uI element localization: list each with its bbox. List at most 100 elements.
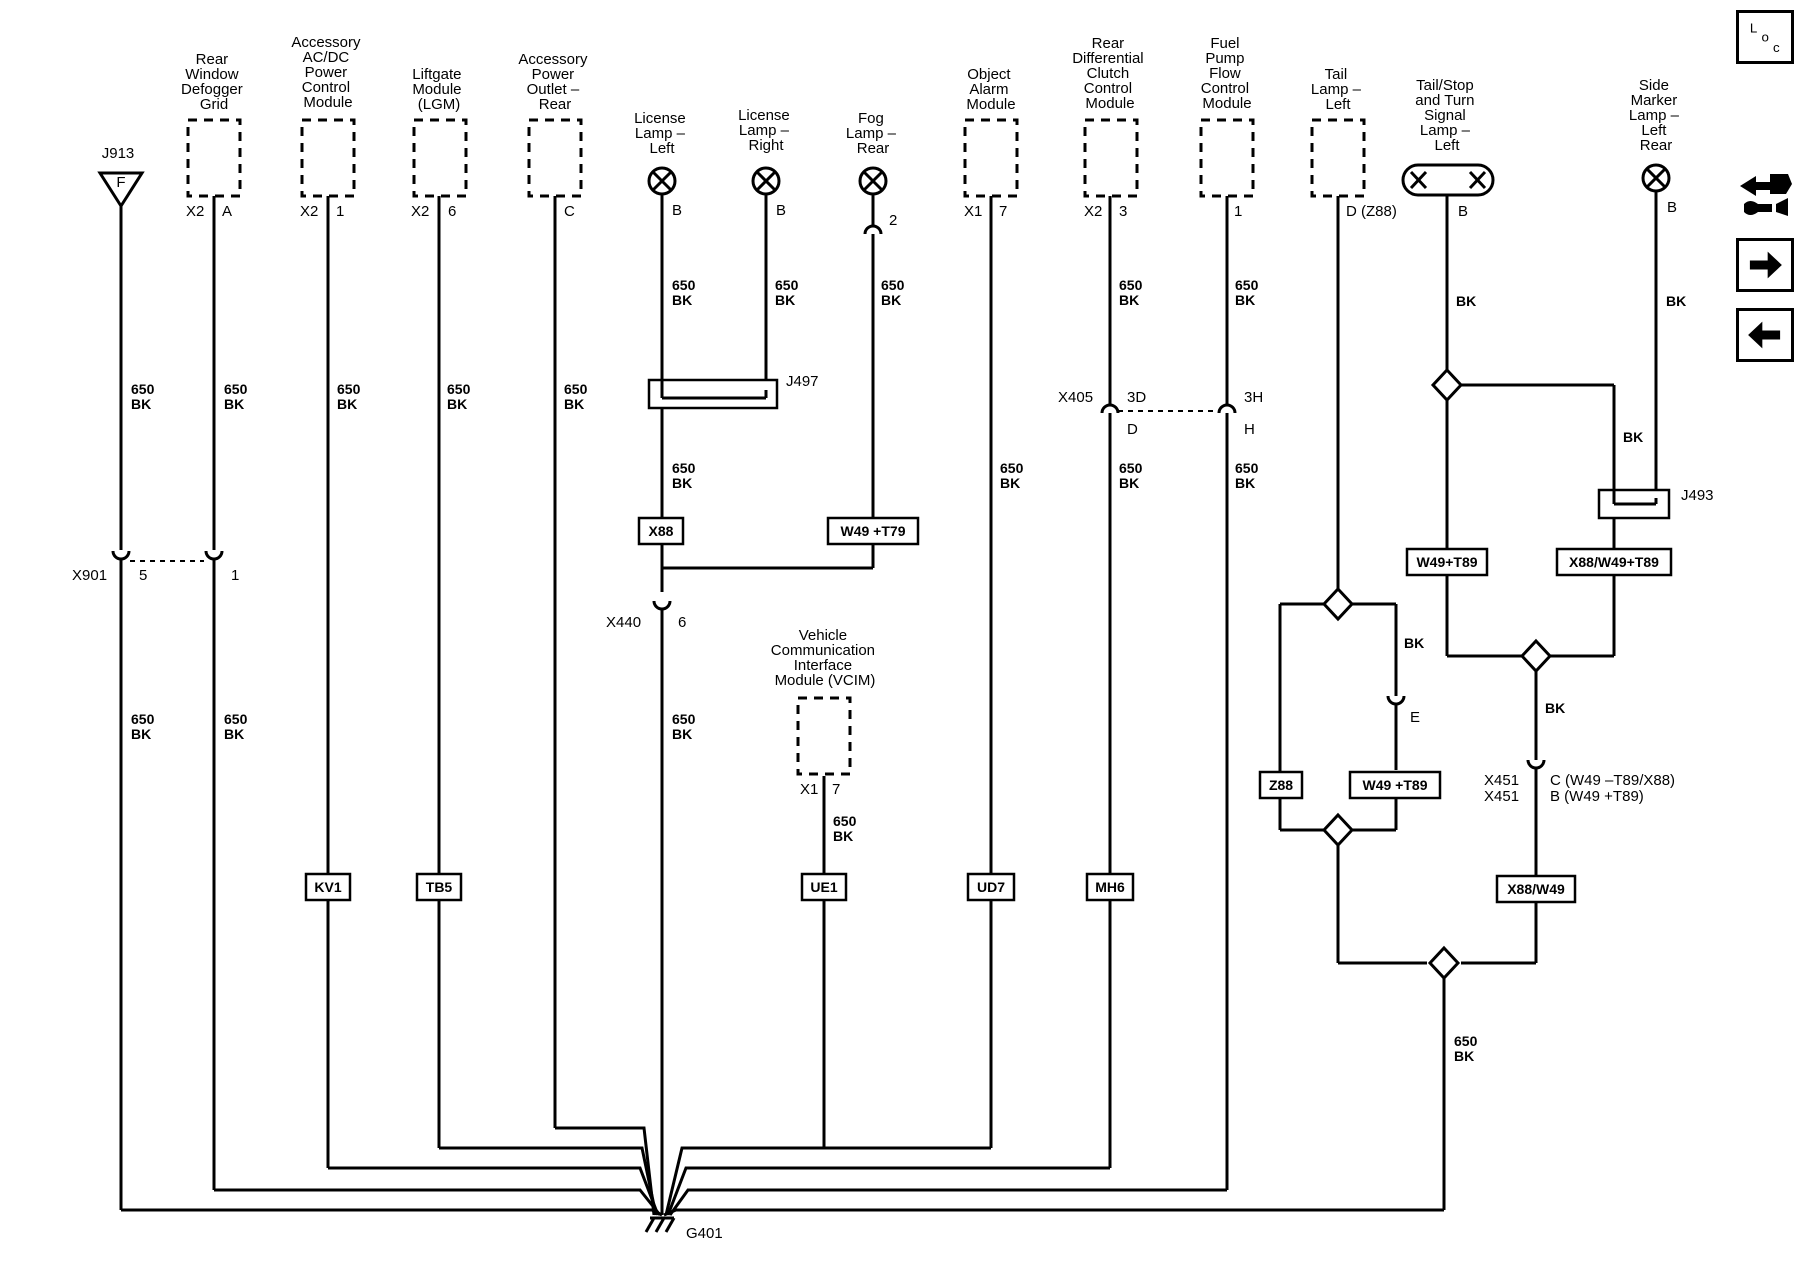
option-kv1-label: KV1 [314,879,341,895]
acdc-conn: X2 [300,203,318,220]
wire-label-final: 650 BK [1454,1033,1478,1064]
fuel-pump-title: Fuel Pump Flow Control Module [1201,35,1254,112]
wire-label-fog: 650 BK [881,277,905,308]
rear-diff-pin: 3 [1119,203,1127,220]
option-w49t79-label: W49 +T79 [841,523,906,539]
wire-label-j913-lower: 650 BK [131,711,155,742]
svg-text:c: c [1773,40,1780,55]
tail-stop-pin: B [1458,203,1468,220]
acdc-component-box[interactable] [300,118,356,198]
license-left-title: License Lamp – Left [634,110,690,157]
license-left-pin: B [672,202,682,219]
bus-fuel-pump [668,1188,1227,1216]
side-marker-lamp-icon[interactable] [1641,163,1671,193]
tail-left-component-box[interactable] [1310,118,1366,198]
outlet-component-box[interactable] [527,118,583,198]
option-box-w49t79[interactable] [826,516,920,546]
option-box-ud7[interactable] [966,872,1016,902]
wire-label-liftgate: 650 BK [447,381,471,412]
wire-label-j913-upper: 650 BK [131,381,155,412]
x901-label: X901 [72,567,107,584]
tail-stop-title: Tail/Stop and Turn Signal Lamp – Left [1415,77,1478,154]
svg-text:BK: BK [1235,475,1255,491]
connector-views-icon [1740,174,1792,216]
wire-label-fuel-pump-bottom: 650 BK [1235,460,1259,491]
svg-text:L: L [1750,21,1757,36]
x405-terminal-3h [1217,403,1237,414]
wire-label-license-left-lower: 650 BK [672,711,696,742]
defogger-component-box[interactable] [186,118,242,198]
location-button[interactable]: L o c [1736,10,1794,64]
svg-text:650: 650 [447,381,471,397]
svg-text:650: 650 [1000,460,1024,476]
vcim-component-box[interactable] [796,696,852,776]
svg-text:BK: BK [337,396,357,412]
object-alarm-component-box[interactable] [963,118,1019,198]
wire-label-fuel-pump-top: 650 BK [1235,277,1259,308]
bus-right-group [663,1208,1444,1217]
x451-label-b: X451 [1484,788,1519,805]
defogger-pin: A [222,203,232,220]
wire-label-defogger-upper: 650 BK [224,381,248,412]
option-box-mh6[interactable] [1085,872,1135,902]
acdc-title: Accessory AC/DC Power Control Module [291,34,364,111]
option-box-z88[interactable] [1258,770,1304,800]
j913-label: J913 [102,145,135,162]
j497-label: J497 [786,373,819,390]
svg-text:BK: BK [1235,292,1255,308]
option-box-tb5[interactable] [415,872,463,902]
svg-text:BK: BK [1119,292,1139,308]
x440-pin: 6 [678,614,686,631]
wire-label-acdc: 650 BK [337,381,361,412]
fog-pin: 2 [889,212,897,229]
svg-text:BK: BK [672,475,692,491]
license-right-lamp-icon[interactable] [751,166,781,196]
e-terminal [1386,695,1406,706]
x405-pin-3d: 3D [1127,389,1146,406]
wire-label-object-alarm: 650 BK [1000,460,1024,491]
svg-text:BK: BK [672,726,692,742]
j913-pin: F [116,174,125,191]
next-page-button[interactable] [1736,238,1794,292]
x451-note-b: B (W49 +T89) [1550,788,1644,805]
j497-splice-box[interactable] [647,378,779,410]
svg-text:BK: BK [775,292,795,308]
x451-label-a: X451 [1484,772,1519,789]
wire-label-license-left-mid: 650 BK [672,460,696,491]
rear-diff-title: Rear Differential Clutch Control Module [1072,35,1148,112]
option-box-kv1[interactable] [304,872,352,902]
tail-stop-dual-lamp-icon[interactable] [1401,163,1495,197]
fog-lamp-icon[interactable] [858,166,888,196]
object-alarm-pin: 7 [999,203,1007,220]
connector-views-button[interactable] [1736,164,1794,222]
svg-text:650: 650 [1235,460,1259,476]
wire-color-side-marker: BK [1666,293,1686,309]
rear-diff-component-box[interactable] [1083,118,1139,198]
svg-text:650: 650 [1119,277,1143,293]
x451-note-c: C (W49 –T89/X88) [1550,772,1675,789]
side-marker-pin: B [1667,199,1677,216]
x405-pin-d: D [1127,421,1138,438]
fuel-pump-component-box[interactable] [1199,118,1255,198]
side-marker-title: Side Marker Lamp – Left Rear [1629,77,1683,154]
x901-terminal-5 [111,550,131,561]
license-left-lamp-icon[interactable] [647,166,677,196]
x440-label: X440 [606,614,641,631]
x405-label: X405 [1058,389,1093,406]
splice-tail-stop [1430,367,1464,403]
x440-terminal [652,600,672,611]
wire-label-license-left-top: 650 BK [672,277,696,308]
option-x88w49t89-label: X88/W49+T89 [1569,554,1659,570]
option-box-ue1[interactable] [800,872,848,902]
option-box-x88w49t89[interactable] [1555,547,1673,577]
option-z88-label: Z88 [1269,777,1293,793]
previous-page-button[interactable] [1736,308,1794,362]
option-mh6-label: MH6 [1095,879,1125,895]
liftgate-component-box[interactable] [412,118,468,198]
svg-text:BK: BK [1000,475,1020,491]
svg-text:BK: BK [564,396,584,412]
vcim-conn: X1 [800,781,818,798]
tail-left-title: Tail Lamp – Left [1311,66,1365,113]
wire-label-rear-diff-top: 650 BK [1119,277,1143,308]
wire-color-right-merge: BK [1545,700,1565,716]
